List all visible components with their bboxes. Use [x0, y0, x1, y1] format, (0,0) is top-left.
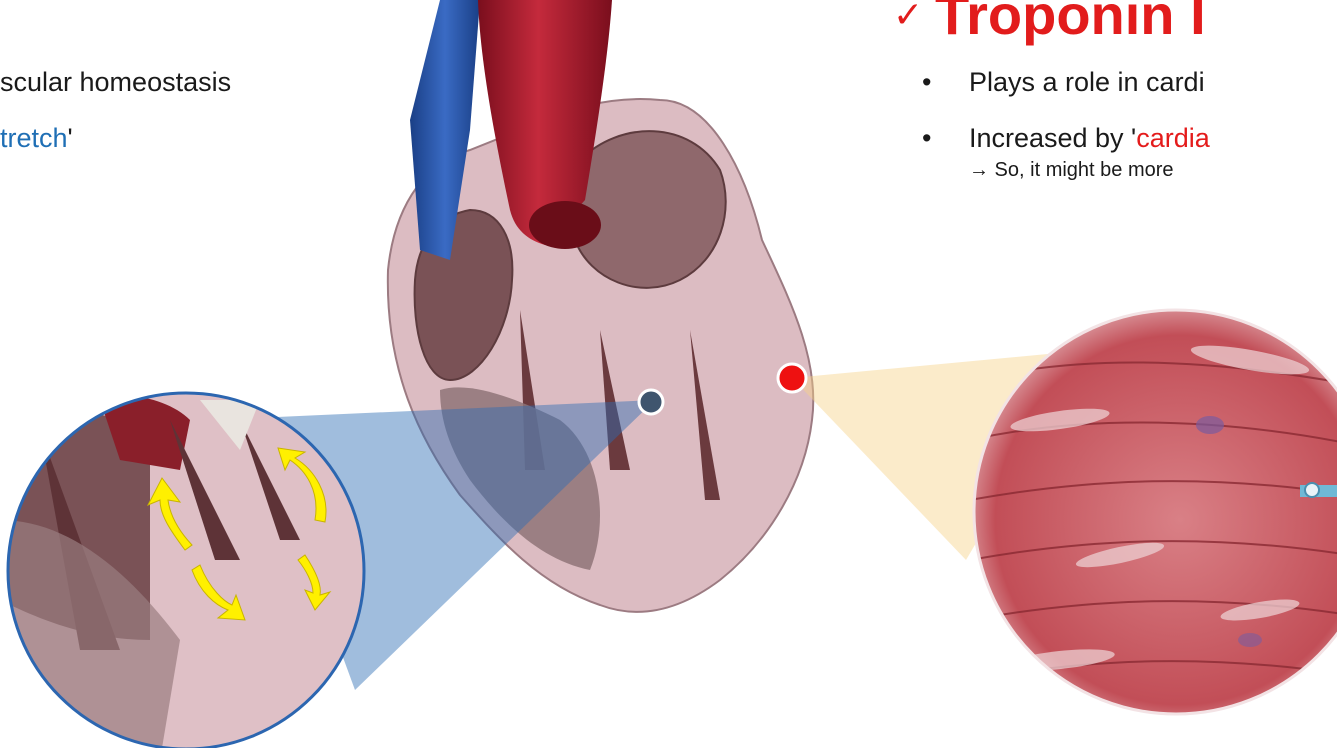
bullet-symbol: • [922, 123, 931, 153]
checkmark-icon: ✓ [893, 0, 923, 36]
bullet-1-text: Plays a role in cardi [969, 67, 1205, 97]
bullet-1: • Plays a role in cardi [922, 67, 1205, 98]
left-line-1: scular homeostasis [0, 67, 231, 98]
stretch-text: tretch [0, 123, 68, 153]
quote-mark: ' [68, 123, 73, 153]
blue-dot-marker[interactable] [639, 390, 663, 414]
bullet-symbol: • [922, 67, 931, 97]
troponin-title: Troponin I [935, 0, 1206, 47]
bullet-2: • Increased by 'cardia [922, 123, 1210, 154]
sub-line: → So, it might be more [969, 159, 1174, 182]
arrow-glyph: → [969, 159, 989, 181]
bullet-2-prefix: Increased by ' [969, 123, 1136, 153]
bullet-2-colored: cardia [1136, 123, 1210, 153]
red-dot-marker[interactable] [778, 364, 806, 392]
sub-line-text: So, it might be more [989, 159, 1174, 181]
left-line-2: tretch' [0, 123, 73, 154]
